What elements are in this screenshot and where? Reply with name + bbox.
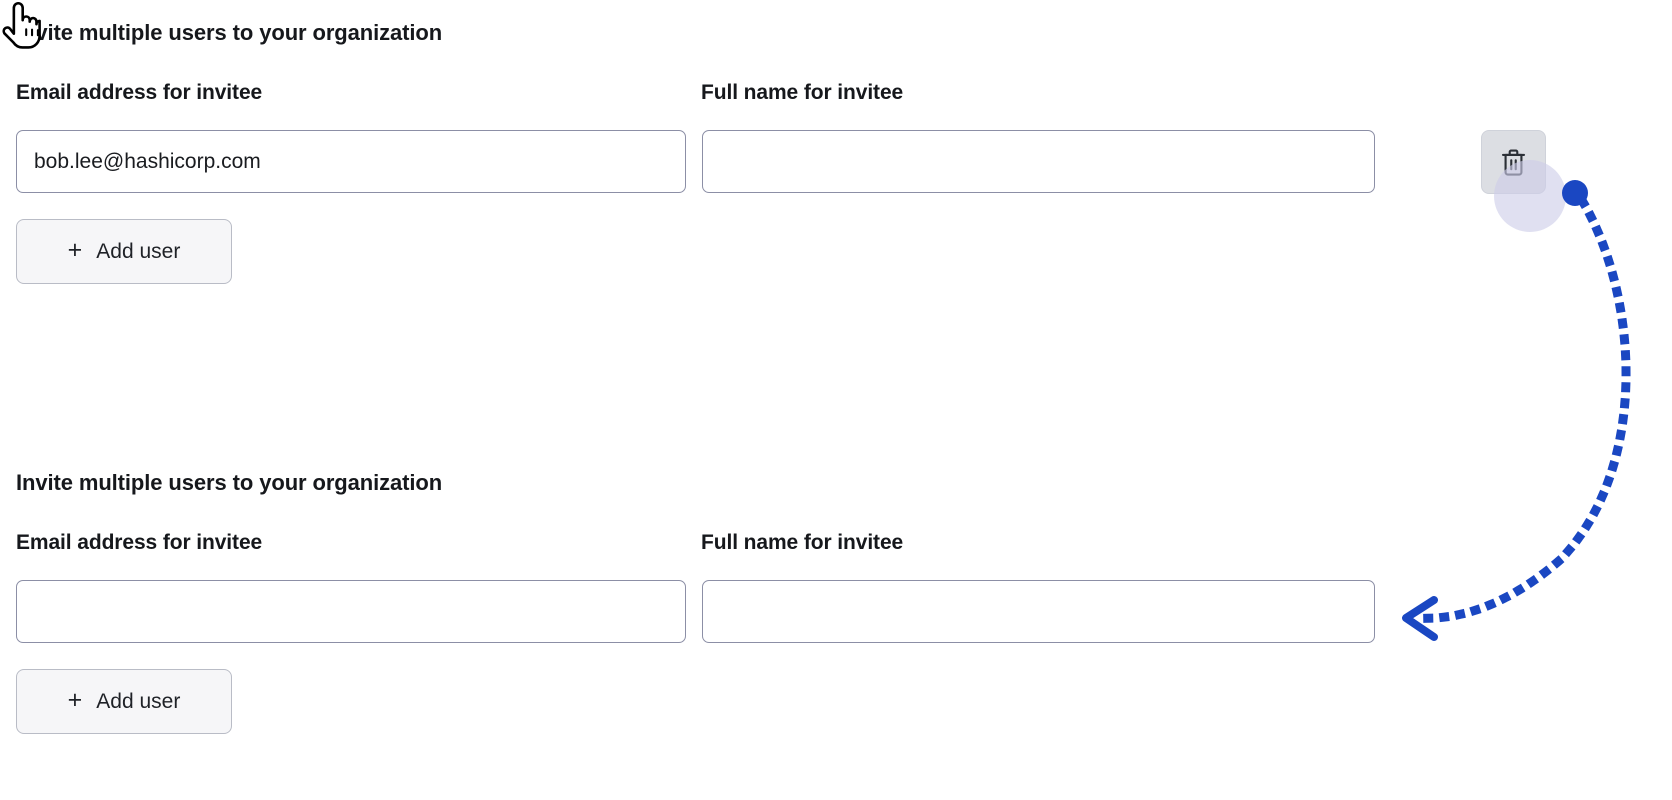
add-user-button[interactable]: + Add user <box>16 219 232 284</box>
page-title: Invite multiple users to your organizati… <box>16 20 443 45</box>
full-name-input-secondary[interactable] <box>702 580 1375 643</box>
full-name-field-label: Full name for invitee <box>701 81 904 104</box>
add-user-button-secondary[interactable]: + Add user <box>16 669 232 734</box>
delete-invitee-button[interactable] <box>1481 130 1546 194</box>
add-user-button-label-secondary: Add user <box>96 689 181 713</box>
full-name-field-label-secondary: Full name for invitee <box>701 531 904 554</box>
email-input[interactable] <box>16 130 686 193</box>
annotation-dotted-path <box>1411 195 1631 623</box>
annotation-start-dot <box>1562 180 1588 206</box>
email-field-label-secondary: Email address for invitee <box>16 531 263 554</box>
email-input-secondary[interactable] <box>16 580 686 643</box>
page-title-secondary: Invite multiple users to your organizati… <box>16 470 443 495</box>
plus-icon: + <box>67 686 83 714</box>
add-user-button-label: Add user <box>96 239 181 263</box>
annotation-arrowhead-icon <box>1402 596 1438 641</box>
email-field-label: Email address for invitee <box>16 81 263 104</box>
trash-icon <box>1500 148 1527 177</box>
plus-icon: + <box>67 236 83 264</box>
full-name-input[interactable] <box>702 130 1375 193</box>
